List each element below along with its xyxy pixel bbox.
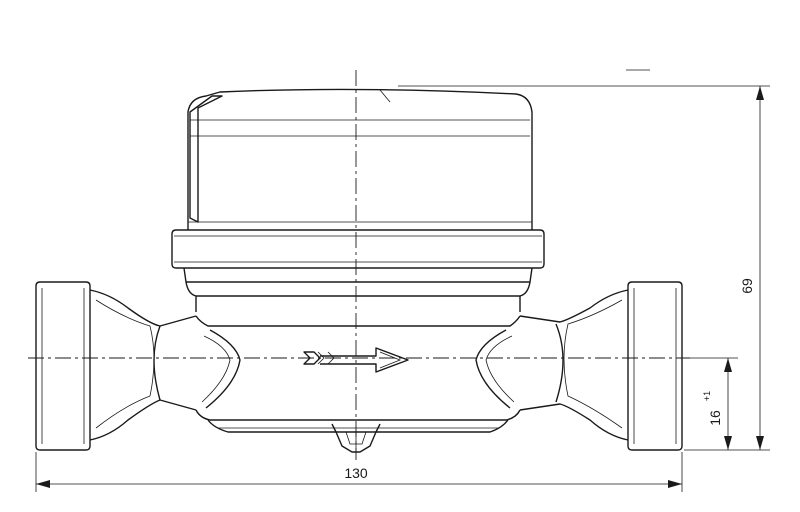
lock-ring <box>171 229 545 269</box>
axis-height-tolerance-label: +1 <box>702 391 712 401</box>
axis-height-dimension-label: 16 <box>707 410 723 426</box>
meter-body <box>153 315 564 433</box>
height-dimension: 69 <box>398 69 770 451</box>
axis-height-dimension: 16 +1 <box>690 357 738 450</box>
bottom-plug <box>331 423 381 453</box>
length-dimension: 130 <box>35 452 683 492</box>
height-dimension-label: 69 <box>739 278 755 294</box>
flow-direction-arrow <box>303 347 409 373</box>
lid-clip <box>189 95 223 223</box>
length-dimension-label: 130 <box>344 465 368 481</box>
right-end-connector <box>519 281 683 451</box>
register-cap <box>187 88 533 230</box>
left-end-connector <box>35 281 197 451</box>
meter-neck <box>183 267 533 312</box>
